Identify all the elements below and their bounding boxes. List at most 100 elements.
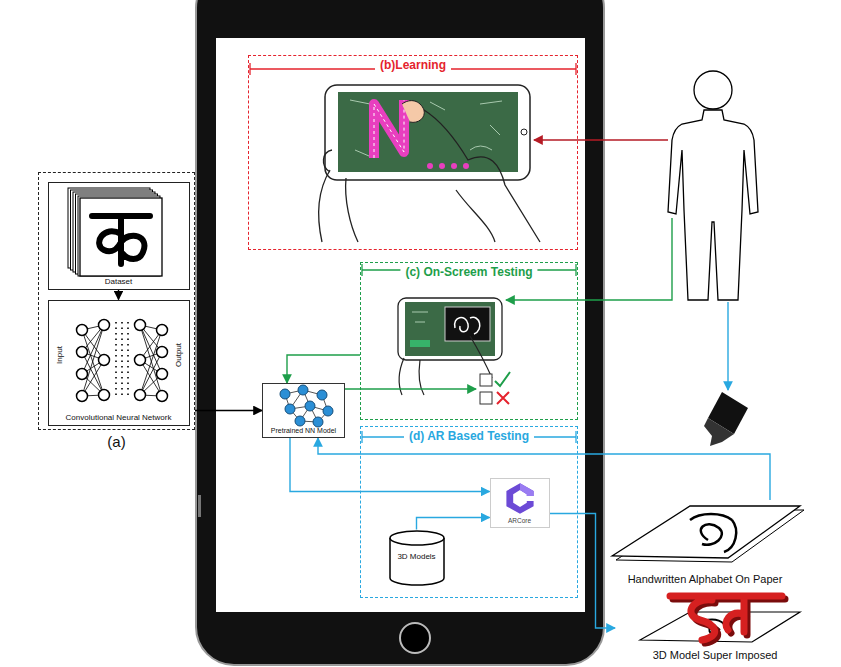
section-box: (d) AR Based TestingARCore3D Models (360, 426, 578, 598)
superimposed-3d-letter (670, 596, 782, 640)
section-bracket (362, 431, 576, 443)
network-icon (305, 401, 315, 411)
person-figure (668, 110, 758, 300)
checklist (497, 392, 509, 404)
learning-tablet (451, 163, 457, 169)
checklist (480, 374, 492, 386)
network-drawing (77, 320, 168, 402)
network-drawing (115, 322, 117, 398)
arcore-logo (506, 483, 533, 514)
section-bracket (250, 63, 576, 443)
on-screen-tablet (445, 307, 490, 341)
axis-label: Input (55, 346, 64, 364)
section-title: (c) On-Screem Testing (400, 266, 537, 280)
connector-arrow (118, 290, 119, 300)
section-title: (b)Learning (375, 59, 451, 73)
connector-arrow (290, 438, 490, 492)
network-drawing (99, 355, 110, 366)
node-label: ARCore (508, 517, 531, 524)
network-icon (280, 385, 333, 427)
learning-tablet (521, 129, 527, 135)
learning-tablet (319, 150, 358, 242)
dataset-stack (68, 188, 162, 276)
network-drawing (77, 325, 88, 336)
on-screen-tablet (398, 298, 502, 395)
person-figure (694, 71, 732, 109)
arcore-box: ARCore (490, 478, 550, 528)
network-drawing (77, 391, 88, 402)
database-cylinder (390, 531, 444, 585)
network-drawing (157, 347, 168, 358)
arcore-logo (506, 483, 533, 514)
network-drawing (99, 320, 110, 331)
checklist (480, 372, 510, 404)
section-box: (b)Learning (248, 55, 578, 250)
connector-arrow (195, 410, 262, 411)
on-screen-tablet (399, 336, 492, 395)
learning-tablet (424, 110, 540, 242)
superimposed-3d-letter (640, 596, 800, 643)
paper-sheet (690, 514, 736, 552)
user-arrow (345, 140, 728, 390)
learning-tablet (325, 85, 530, 180)
node-label: Dataset (105, 277, 133, 286)
on-screen-tablet (455, 317, 480, 334)
network-drawing (99, 390, 110, 401)
user-arrow (506, 218, 672, 300)
superimposed-node: 3D Model Super Imposed (615, 592, 815, 664)
node-label: (a) (107, 433, 125, 450)
network-drawing (135, 320, 146, 331)
node-label: Convolutional Neural Network (66, 413, 172, 422)
user-arrow (534, 139, 668, 140)
connector-arrow (287, 355, 360, 383)
network-drawing (121, 322, 123, 398)
learning-tablet (463, 163, 469, 169)
network-drawing (127, 322, 129, 398)
network-icon (285, 404, 295, 414)
arcore-logo (520, 483, 534, 496)
dataset-box: Dataset (48, 182, 190, 290)
tablet-frame (196, 0, 604, 665)
on-screen-tablet (410, 340, 430, 347)
superimposed-3d-letter (670, 596, 782, 640)
network-drawing (77, 347, 88, 358)
checklist (495, 372, 510, 386)
connector-arrow (417, 518, 490, 530)
node-label: Pretrained NN Model (271, 427, 336, 435)
tablet-frame (216, 38, 585, 612)
node-label: 3D Model Super Imposed (653, 649, 778, 662)
network-icon (295, 416, 305, 426)
network-drawing (135, 355, 146, 366)
network-drawing (157, 369, 168, 380)
tablet-frame (196, 0, 604, 665)
tablet-frame (400, 623, 430, 653)
database-node: 3D Models (388, 530, 446, 590)
network-icon (313, 417, 323, 427)
paper-sheet (612, 506, 800, 558)
learning-tablet (439, 163, 445, 169)
network-box: Convolutional Neural NetworkInputOutput (48, 300, 190, 426)
person-figure (668, 71, 758, 300)
network-drawing (77, 369, 88, 380)
learning-tablet (402, 101, 424, 123)
learning-tablet (319, 85, 540, 242)
network-icon (298, 385, 308, 395)
connector-arrow (550, 514, 616, 629)
on-screen-tablet (405, 302, 495, 356)
database-cylinder (390, 531, 444, 545)
learning-tablet (374, 100, 404, 158)
learning-tablet (374, 100, 404, 158)
paper-node: Handwritten Alphabet On Paper (605, 500, 805, 588)
node-label: 3D Models (397, 552, 435, 561)
user-arrow (345, 388, 476, 389)
tablet-frame (198, 495, 201, 517)
paper-sheet (612, 506, 804, 562)
user-arrow (727, 302, 728, 390)
network-drawing (135, 390, 146, 401)
network-drawing (157, 325, 168, 336)
network-drawing (157, 391, 168, 402)
on-screen-tablet (412, 312, 428, 322)
